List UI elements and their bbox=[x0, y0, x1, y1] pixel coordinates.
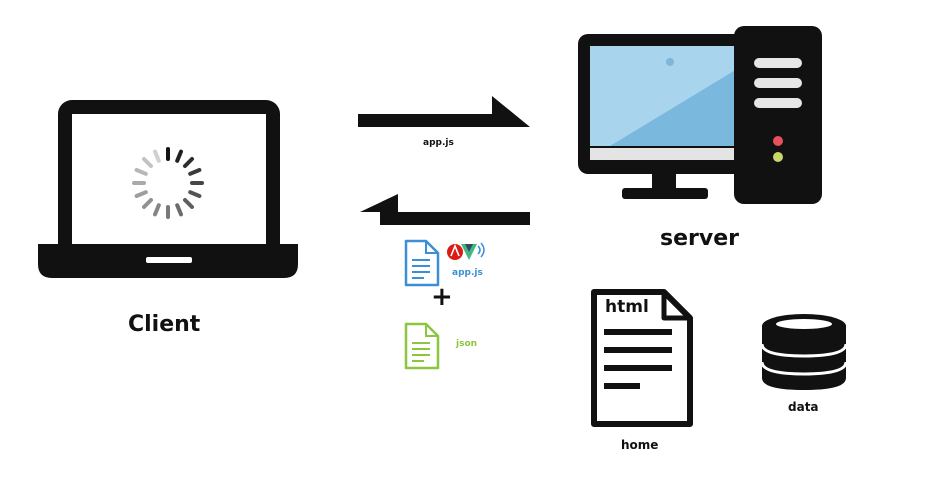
client-label: Client bbox=[128, 312, 201, 337]
server-tower-icon bbox=[734, 26, 822, 204]
html-document-text: html bbox=[605, 297, 649, 317]
plus-sign: + bbox=[431, 282, 453, 312]
response-file-label: app.js bbox=[452, 268, 483, 278]
spinner-segment bbox=[134, 190, 148, 198]
data-label: data bbox=[788, 400, 819, 414]
spinner-segment bbox=[153, 149, 161, 163]
html-document-icon bbox=[591, 289, 693, 427]
spinner-segment bbox=[175, 203, 183, 217]
spinner-segment bbox=[183, 198, 194, 209]
js-file-icon bbox=[404, 239, 440, 287]
laptop-icon bbox=[38, 100, 298, 278]
json-file-icon bbox=[404, 322, 440, 370]
home-label: home bbox=[621, 438, 659, 452]
spinner-icon bbox=[132, 147, 204, 219]
spinner-segment bbox=[188, 168, 202, 176]
arrow-left-icon bbox=[360, 194, 530, 225]
spinner-segment bbox=[142, 198, 153, 209]
framework-logos-icon bbox=[447, 242, 485, 260]
database-icon bbox=[760, 314, 848, 390]
arrow-right-icon bbox=[358, 96, 530, 127]
spinner-segment bbox=[134, 168, 148, 176]
spinner-segment bbox=[188, 190, 202, 198]
spinner-segment bbox=[153, 203, 161, 217]
spinner-segment bbox=[175, 149, 183, 163]
desktop-computer-icon bbox=[578, 34, 764, 199]
spinner-segment bbox=[142, 157, 153, 168]
server-label: server bbox=[660, 226, 739, 251]
json-label: json bbox=[456, 339, 478, 349]
request-label: app.js bbox=[423, 138, 454, 148]
spinner-segment bbox=[183, 157, 194, 168]
